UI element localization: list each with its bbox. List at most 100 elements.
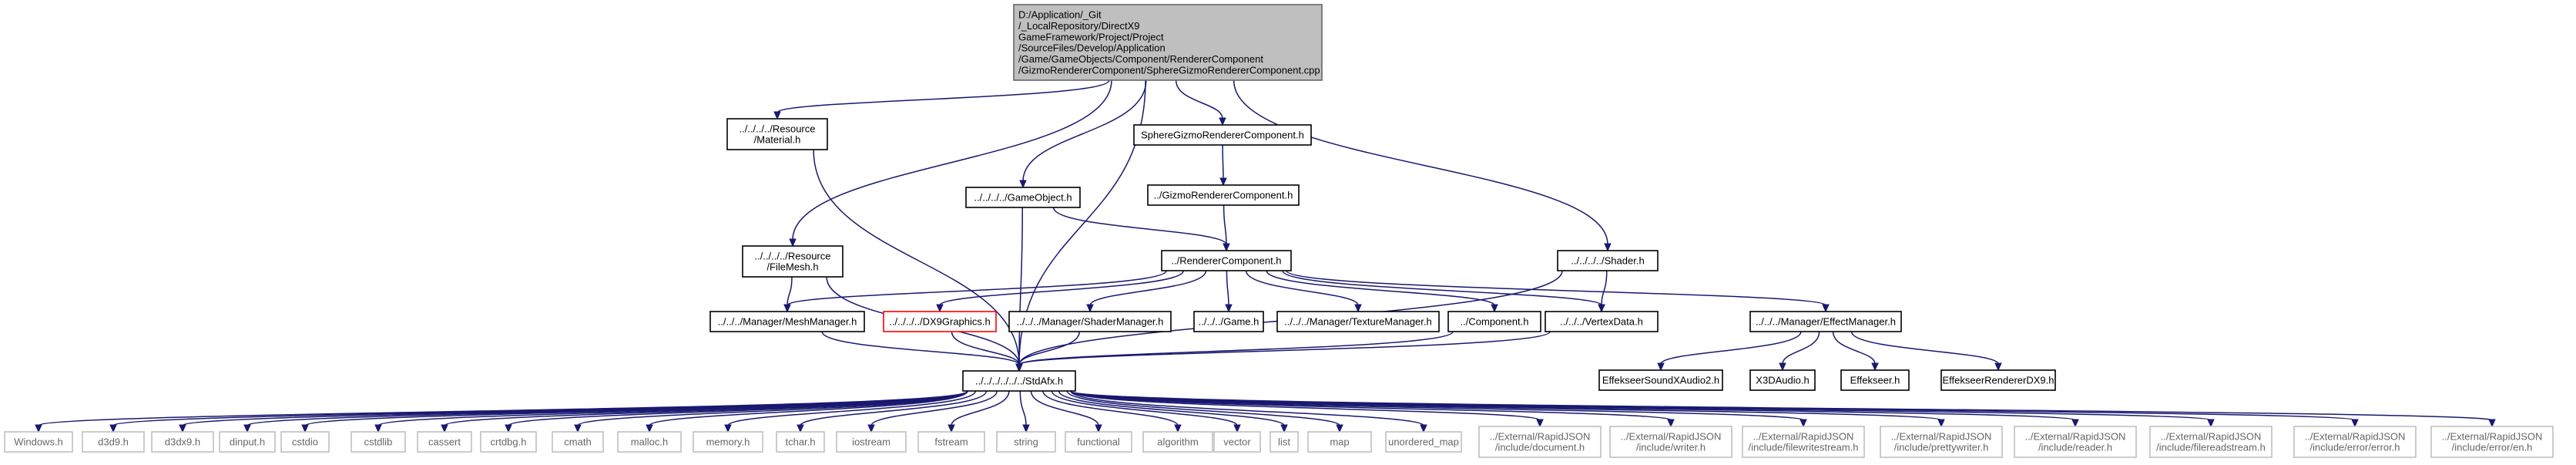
leaf-10-node[interactable]: memory.h: [693, 431, 763, 453]
edge-stdafx-to-leaf-21-arrowhead: [1536, 419, 1544, 428]
leaf-3-node[interactable]: dinput.h: [219, 431, 276, 453]
leaf-25-node[interactable]: ../External/RapidJSON/include/reader.h: [2014, 426, 2137, 458]
leaf-11-node[interactable]: tchar.h: [776, 431, 825, 453]
leaf-9-node[interactable]: malloc.h: [617, 431, 682, 453]
dx9graphics-node[interactable]: ../../../../DX9Graphics.h: [883, 311, 997, 332]
edge-renderer-to-effectmgr-arrowhead: [1822, 304, 1830, 313]
effectmgr-node[interactable]: ../../../Manager/EffectManager.h: [1749, 311, 1902, 332]
edge-root-to-shader-arrowhead: [1604, 243, 1612, 252]
leaf-7-label-line: crtdbg.h: [491, 436, 527, 448]
filemesh-node[interactable]: ../../../../Resource/FileMesh.h: [742, 245, 844, 278]
renderer-node[interactable]: ../RendererComponent.h: [1161, 250, 1292, 271]
edge-renderer-to-meshmgr-arrowhead: [783, 304, 791, 313]
dx9graphics-label-line: ../../../../DX9Graphics.h: [889, 316, 991, 328]
leaf-23-label-line: /include/filewritestream.h: [1748, 442, 1858, 453]
leaf-26-label-line: ../External/RapidJSON: [2161, 430, 2262, 442]
edge-gameobject-to-renderer: [1052, 207, 1227, 245]
shader-node[interactable]: ../../../../Shader.h: [1557, 250, 1659, 271]
leaf-20-box: [1385, 431, 1462, 453]
shader-label-line: ../../../../Shader.h: [1571, 255, 1644, 267]
edge-shader-to-vertexdata-arrowhead: [1598, 304, 1605, 313]
edge-stdafx-to-leaf-23: [1070, 390, 1804, 421]
gameobject-label-line: ../../../../GameObject.h: [974, 192, 1072, 204]
edge-stdafx-to-leaf-15-arrowhead: [1095, 424, 1102, 433]
leaf-21-label-line: ../External/RapidJSON: [1490, 430, 1591, 442]
effekseer-node[interactable]: Effekseer.h: [1840, 369, 1910, 391]
leaf-7-node[interactable]: crtdbg.h: [480, 431, 537, 453]
leaf-21-node[interactable]: ../External/RapidJSON/include/document.h: [1478, 426, 1602, 458]
edge-stdafx-to-leaf-21: [1070, 390, 1541, 421]
edge-stdafx-to-leaf-16: [1042, 390, 1179, 426]
leaf-27-node[interactable]: ../External/RapidJSON/include/error/erro…: [2293, 426, 2417, 458]
leaf-17-node[interactable]: vector: [1213, 431, 1261, 453]
edge-stdafx-to-leaf-12-arrowhead: [867, 424, 875, 433]
gameobject-node[interactable]: ../../../../GameObject.h: [965, 187, 1081, 208]
edge-vertexdata-to-stdafx-arrowhead: [1015, 363, 1023, 372]
root-file-node[interactable]: D:/Application/_Git/_LocalRepository/Dir…: [1013, 4, 1323, 81]
leaf-0-label-line: Windows.h: [14, 436, 63, 448]
leaf-27-label-line: ../External/RapidJSON: [2305, 430, 2406, 442]
leaf-6-node[interactable]: cassert: [417, 431, 472, 453]
edge-stdafx-to-leaf-14-arrowhead: [1022, 424, 1030, 433]
x3daudio-node[interactable]: X3DAudio.h: [1749, 369, 1816, 391]
edge-stdafx-to-leaf-7: [508, 390, 968, 426]
leaf-18-node[interactable]: list: [1270, 431, 1299, 453]
leaf-4-box: [280, 431, 330, 453]
effsound-node[interactable]: EffekseerSoundXAudio2.h: [1598, 369, 1723, 391]
component-node[interactable]: ../Component.h: [1447, 311, 1541, 332]
leaf-13-label-line: fstream: [934, 436, 968, 448]
edge-stdafx-to-leaf-12: [870, 390, 998, 426]
component-box: [1447, 311, 1541, 332]
leaf-27-label-line: /include/error/error.h: [2309, 442, 2400, 453]
effectmgr-box: [1749, 311, 1902, 332]
leaf-15-node[interactable]: functional: [1065, 431, 1132, 453]
effrenderer-box: [1940, 369, 2056, 391]
leaf-0-box: [4, 431, 73, 453]
leaf-28-box: [2430, 426, 2554, 458]
leaf-5-label-line: cstdlib: [364, 436, 393, 448]
leaf-1-box: [82, 431, 145, 453]
stdafx-node[interactable]: ../../../../../../StdAfx.h: [962, 370, 1076, 392]
vertexdata-node[interactable]: ../../../VertexData.h: [1545, 311, 1659, 332]
leaf-28-label-line: /include/error/en.h: [2452, 442, 2533, 453]
leaf-18-box: [1270, 431, 1299, 453]
leaf-19-node[interactable]: map: [1307, 431, 1372, 453]
edge-effectmgr-to-effekseer: [1832, 331, 1876, 365]
leaf-4-node[interactable]: cstdio: [280, 431, 330, 453]
leaf-12-node[interactable]: iostream: [836, 431, 907, 453]
leaf-0-node[interactable]: Windows.h: [4, 431, 73, 453]
leaf-14-node[interactable]: string: [996, 431, 1056, 453]
effekseer-label-line: Effekseer.h: [1850, 375, 1900, 386]
material-node[interactable]: ../../../../Resource/Material.h: [726, 118, 828, 150]
game-node[interactable]: ../../../Game.h: [1193, 311, 1264, 332]
edge-renderer-to-game-arrowhead: [1225, 304, 1233, 313]
edge-stdafx-to-leaf-5-arrowhead: [374, 424, 382, 433]
leaf-23-node[interactable]: ../External/RapidJSON/include/filewrites…: [1742, 426, 1865, 458]
edge-root-to-filemesh-arrowhead: [789, 238, 797, 248]
leaf-16-node[interactable]: algorithm: [1142, 431, 1213, 453]
leaf-1-node[interactable]: d3d9.h: [82, 431, 145, 453]
leaf-20-node[interactable]: unordered_map: [1385, 431, 1462, 453]
gameobject-box: [965, 187, 1081, 208]
edge-stdafx-to-leaf-22: [1070, 390, 1672, 421]
leaf-26-node[interactable]: ../External/RapidJSON/include/filereadst…: [2149, 426, 2272, 458]
texmgr-node[interactable]: ../../../Manager/TextureManager.h: [1276, 311, 1440, 332]
leaf-24-node[interactable]: ../External/RapidJSON/include/prettywrit…: [1880, 426, 2003, 458]
root-file-box: [1013, 4, 1323, 81]
vertexdata-box: [1545, 311, 1659, 332]
gizmo-h-node[interactable]: ../GizmoRendererComponent.h: [1147, 184, 1300, 206]
edge-material-to-stdafx: [813, 149, 1020, 366]
shadermgr-label-line: ../../../Manager/ShaderManager.h: [1017, 316, 1164, 328]
material-box: [726, 118, 828, 150]
sphere-h-node[interactable]: SphereGizmoRendererComponent.h: [1133, 124, 1312, 146]
effrenderer-node[interactable]: EffekseerRendererDX9.h: [1940, 369, 2056, 391]
leaf-13-node[interactable]: fstream: [917, 431, 985, 453]
leaf-28-node[interactable]: ../External/RapidJSON/include/error/en.h: [2430, 426, 2554, 458]
leaf-2-node[interactable]: d3dx9.h: [151, 431, 214, 453]
meshmgr-node[interactable]: ../../../Manager/MeshManager.h: [709, 311, 865, 332]
leaf-8-node[interactable]: cmath: [552, 431, 604, 453]
leaf-5-node[interactable]: cstdlib: [351, 431, 406, 453]
shadermgr-node[interactable]: ../../../Manager/ShaderManager.h: [1008, 311, 1172, 332]
leaf-28-label-line: ../External/RapidJSON: [2442, 430, 2543, 442]
leaf-22-node[interactable]: ../External/RapidJSON/include/writer.h: [1609, 426, 1732, 458]
